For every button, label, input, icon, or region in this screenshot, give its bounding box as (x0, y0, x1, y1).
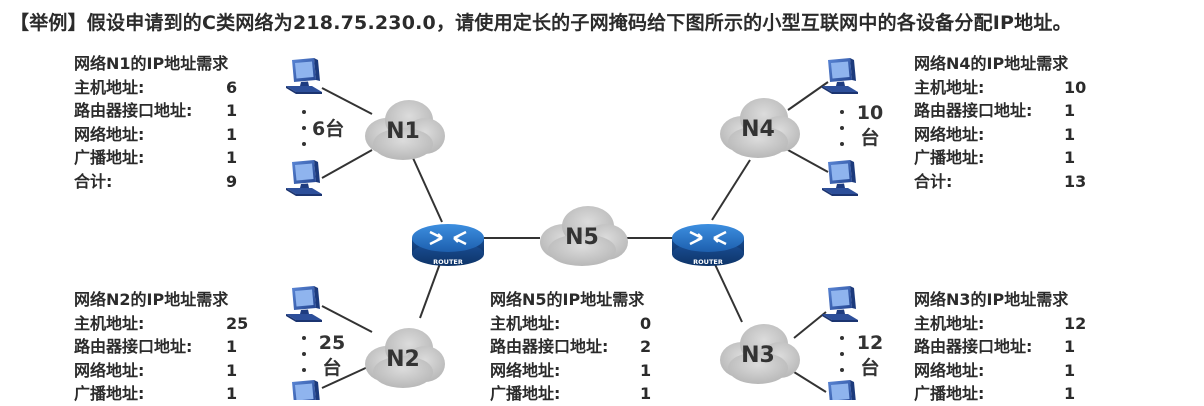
router-left-icon: ROUTER (412, 224, 484, 266)
requirement-row: 广播地址:1 (74, 384, 238, 403)
pc-icon (822, 380, 858, 400)
requirements-n5: 网络N5的IP地址需求 主机地址:0 路由器接口地址:2 网络地址:1 广播地址… (490, 288, 670, 406)
requirement-row: 主机地址:0 (490, 313, 652, 333)
requirements-n1: 网络N1的IP地址需求 主机地址:6 路由器接口地址:1 网络地址:1 广播地址… (74, 52, 254, 193)
requirement-row: 广播地址:1 (74, 148, 238, 167)
requirement-row: 网络地址:1 (74, 360, 238, 380)
requirements-title: 网络N5的IP地址需求 (490, 290, 645, 309)
requirements-n4: 网络N4的IP地址需求 主机地址:10 路由器接口地址:1 网络地址:1 广播地… (914, 52, 1094, 193)
requirement-row: 路由器接口地址:2 (490, 337, 652, 356)
requirements-title: 网络N1的IP地址需求 (74, 54, 229, 73)
host-count-n4-unit: 台 (860, 127, 880, 149)
network-label-n4: N4 (741, 117, 775, 142)
network-label-n2: N2 (386, 347, 420, 372)
requirements-title: 网络N3的IP地址需求 (914, 290, 1069, 309)
requirements-n2: 网络N2的IP地址需求 主机地址:25 路由器接口地址:1 网络地址:1 广播地… (74, 288, 254, 406)
host-count-n1: 6台 (312, 118, 345, 140)
pc-icon (822, 58, 858, 94)
requirements-title: 网络N4的IP地址需求 (914, 54, 1069, 73)
network-label-n1: N1 (386, 119, 420, 144)
cloud-n4: N4 (720, 98, 800, 158)
requirement-row: 路由器接口地址:1 (914, 101, 1076, 120)
host-count-n2-number: 25 (318, 332, 346, 354)
pc-icon (286, 380, 322, 400)
ellipsis-dots (302, 110, 844, 372)
requirement-row: 广播地址:1 (914, 384, 1076, 403)
host-count-n4-number: 10 (856, 102, 884, 124)
pc-icon (822, 160, 858, 196)
cloud-n1: N1 (365, 100, 445, 160)
pc-icon (286, 58, 322, 94)
network-label-n3: N3 (741, 343, 775, 368)
host-count-n3-number: 12 (856, 332, 884, 354)
requirement-row: 网络地址:1 (914, 360, 1076, 380)
cloud-n5: N5 (540, 206, 628, 266)
host-count-n2-unit: 台 (322, 357, 342, 379)
pc-icon (286, 160, 322, 196)
requirement-row: 网络地址:1 (914, 124, 1076, 144)
network-label-n5: N5 (565, 225, 599, 250)
host-count-n2: 25 台 (318, 331, 346, 381)
router-right-icon: ROUTER (672, 224, 744, 266)
router-left-label: ROUTER (433, 258, 463, 266)
requirements-n3: 网络N3的IP地址需求 主机地址:12 路由器接口地址:1 网络地址:1 广播地… (914, 288, 1094, 406)
pc-icon (822, 286, 858, 322)
requirement-row: 主机地址:6 (74, 77, 238, 97)
requirement-row: 主机地址:10 (914, 77, 1087, 97)
requirement-row: 广播地址:1 (914, 148, 1076, 167)
requirement-total-row: 合计:9 (74, 171, 238, 191)
router-right-label: ROUTER (693, 258, 723, 266)
host-count-n3: 12 台 (856, 331, 884, 381)
cloud-n2: N2 (365, 328, 445, 388)
requirement-row: 路由器接口地址:1 (914, 337, 1076, 356)
requirement-total-row: 合计:13 (914, 171, 1087, 191)
requirement-row: 路由器接口地址:1 (74, 337, 238, 356)
pc-icon (286, 286, 322, 322)
cloud-n3: N3 (720, 324, 800, 384)
links (321, 81, 829, 393)
requirement-row: 路由器接口地址:1 (74, 101, 238, 120)
requirement-row: 网络地址:1 (490, 360, 652, 380)
page-title: 【举例】假设申请到的C类网络为218.75.230.0，请使用定长的子网掩码给下… (10, 12, 1072, 34)
host-count-n3-unit: 台 (860, 357, 880, 379)
requirement-row: 广播地址:1 (490, 384, 652, 403)
requirement-row: 主机地址:12 (914, 313, 1087, 333)
requirement-row: 主机地址:25 (74, 313, 249, 333)
host-count-n4: 10 台 (856, 101, 884, 151)
requirements-title: 网络N2的IP地址需求 (74, 290, 229, 309)
requirement-row: 网络地址:1 (74, 124, 238, 144)
